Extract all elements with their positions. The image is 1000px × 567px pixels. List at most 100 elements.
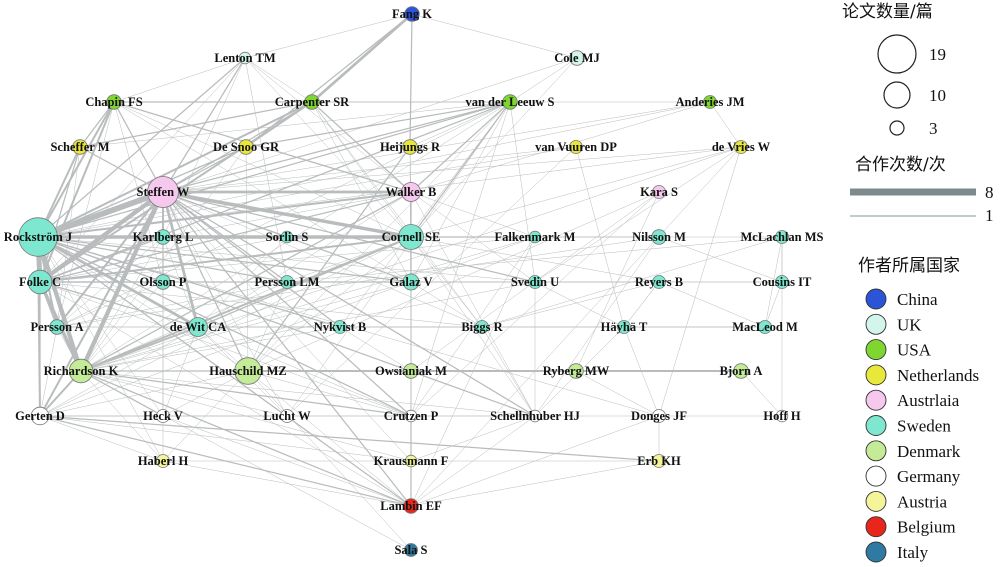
legend-swatch-denmark [865,440,887,462]
node-steffen-w [147,176,179,208]
node-gerten-d [30,406,50,426]
node-label-heck-v: Heck V [143,409,183,423]
node-persson-a [49,319,65,335]
legend-swatch-italy [865,541,887,563]
node-lenton-tm [238,51,252,65]
legend-swatch-uk [865,313,887,335]
edge-folke-c--lambin-ef [39,281,412,507]
node-label-rockstrom-j: Rockström J [4,230,72,244]
legend: 论文数量/篇 19 10 3 合作次数/次 8 1 作者所属国家 ChinaUK… [842,2,994,563]
node-label-krausmann-f: Krausmann F [374,454,449,468]
node-label-hayha-t: Häyhä T [601,320,648,334]
node-label-de-wit-ca: de Wit CA [170,320,227,334]
legend-swatch-sweden [865,415,887,436]
node-label-crutzen-p: Crutzen P [384,409,439,423]
node-bjorn-a [733,363,749,379]
node-karlberg-l [155,229,171,245]
legend-swatch-austria [865,490,887,512]
edge-steffen-w--rockstrom-j [37,189,164,240]
node-nykvist-b [333,320,347,334]
node-falkenmark-m [528,230,542,244]
node-label-lucht-w: Lucht W [263,409,311,423]
node-lambin-ef [403,498,419,514]
edge-carpenter-sr--cornell-se [311,101,412,238]
node-label-bjorn-a: Bjorn A [720,364,763,378]
node-heijungs-r [402,139,418,155]
edge-richardson-k--schellnhuber-hj [80,370,536,417]
node-label-van-der-leeuw-s: van der Leeuw S [465,95,554,109]
node-owsianiak-m [403,363,419,379]
edge-de-snoo-gr--hauschild-mz [245,146,249,372]
node-svedin-u [528,275,542,289]
edge-nykvist-b--richardson-k [80,326,341,372]
edge-macleod-m--cousins-it [764,281,783,328]
node-label-kara-s: Kara S [640,185,678,199]
edge-carpenter-sr--rockstrom-j [37,101,313,238]
edge-nykvist-b--owsianiak-m [339,326,412,372]
legend-size-label-10: 10 [929,86,946,105]
edge-hayha-t--reyers-b [623,281,660,328]
edge-van-der-leeuw-s--galaz-v [410,101,511,283]
edge-anderies-jm--de-vries-w [709,101,742,148]
edge-van-der-leeuw-s--cornell-se [410,101,511,238]
node-anderies-jm [703,95,717,109]
legend-country-label-uk: UK [897,315,922,334]
edge-richardson-k--lambin-ef [80,370,412,507]
node-olsson-p [155,274,171,290]
node-de-snoo-gr [238,139,254,155]
edge-de-wit-ca--richardson-k [80,326,199,372]
edge-chapin-fs--folke-c [39,101,115,283]
edge-cole-mj--cornell-se [410,57,578,238]
edge-de-vries-w--steffen-w [162,146,742,193]
node-nilsson-m [651,229,667,245]
legend-swatch-germany [865,465,887,487]
edge-lenton-tm--walker-b [244,57,412,193]
edge-rockstrom-j--crutzen-p [37,236,412,417]
node-biggs-r [475,320,489,334]
edge-falkenmark-m--richardson-k [80,236,536,372]
node-macleod-m [758,320,772,334]
node-label-cousins-it: Cousins IT [753,275,812,289]
edge-de-vries-w--svedin-u [534,146,742,283]
node-hayha-t [617,320,631,334]
legend-country-label-germany: Germany [897,467,961,486]
edge-cornell-se--gerten-d [39,236,412,417]
node-label-svedin-u: Svedin U [511,275,559,289]
legend-swatch-netherlands [865,364,887,386]
node-cole-mj [569,50,585,66]
edge-galaz-v--richardson-k [80,281,412,372]
edge-fang-k--lenton-tm [244,13,413,59]
node-label-folke-c: Folke C [19,275,61,289]
node-mclachlan-ms [775,230,789,244]
node-donges-jf [652,409,666,423]
edge-carpenter-sr--de-snoo-gr [245,101,313,148]
node-label-nykvist-b: Nykvist B [314,320,366,334]
edge-van-der-leeuw-s--lucht-w [286,101,511,417]
legend-country-label-italy: Italy [897,543,929,562]
legend-country-label-sweden: Sweden [897,417,951,436]
edge-steffen-w--crutzen-p [162,191,412,417]
legend-country-title: 作者所属国家 [858,256,960,276]
legend-size-circle-10 [883,81,911,109]
edge-steffen-w--persson-a [56,191,164,328]
legend-country-label-austrlaia: Austrlaia [897,391,960,410]
node-label-de-vries-w: de Vries W [712,140,771,154]
edge-lenton-tm--steffen-w [162,57,246,193]
edge-hauschild-mz--gerten-d [39,370,249,417]
edge-macleod-m--reyers-b [658,281,766,328]
edge-van-der-leeuw-s--rockstrom-j [37,101,511,238]
node-label-chapin-fs: Chapin FS [85,95,142,109]
edge-olsson-p--richardson-k [80,281,164,372]
legend-swatch-usa [865,339,887,361]
node-label-reyers-b: Reyers B [635,275,683,289]
node-label-heijungs-r: Heijungs R [380,140,441,154]
node-label-nilsson-m: Nilsson M [632,230,686,244]
edge-hauschild-mz--lambin-ef [247,370,412,507]
edge-carpenter-sr--steffen-w [162,101,313,193]
node-reyers-b [652,275,666,289]
edge-hauschild-mz--sala-s [247,370,412,551]
edge-walker-b--karlberg-l [162,191,412,238]
legend-edge-label-8: 8 [985,183,994,202]
